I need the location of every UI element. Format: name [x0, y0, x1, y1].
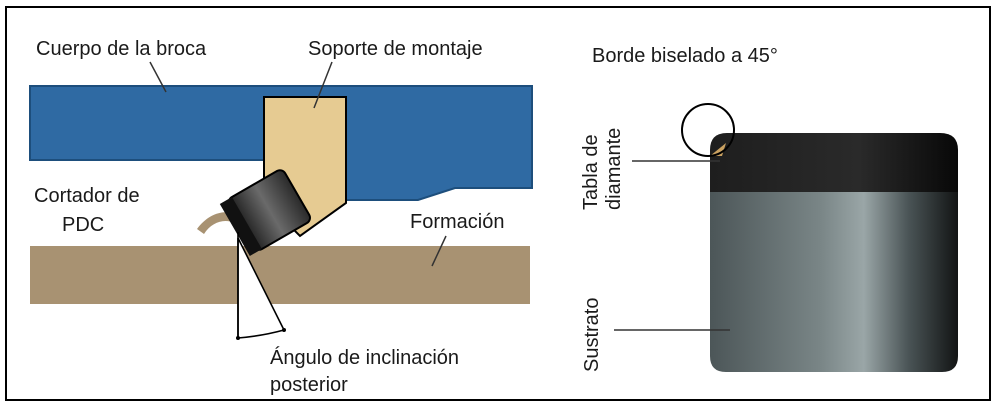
mount-support-label: Soporte de montaje — [308, 38, 483, 60]
diamond-table-shape — [710, 133, 958, 192]
left-panel: Cuerpo de la broca Soporte de montaje Co… — [29, 38, 533, 396]
mount-support-leader — [313, 61, 333, 109]
bit-body-label: Cuerpo de la broca — [36, 38, 207, 60]
rake-angle-label-line2: posterior — [270, 374, 348, 396]
figure-frame — [5, 6, 991, 401]
right-panel: Borde biselado a 45° Tabla de diamante S… — [580, 45, 958, 372]
formation-shape — [30, 246, 530, 304]
formation-label: Formación — [410, 211, 504, 233]
diamond-table-label-line2: diamante — [603, 128, 625, 210]
diamond-table-label-line1: Tabla de — [580, 134, 602, 210]
bevel-edge-label: Borde biselado a 45° — [592, 45, 778, 67]
bit-body-leader — [149, 61, 167, 93]
substrate-shape — [710, 186, 958, 372]
substrate-label: Sustrato — [581, 298, 603, 372]
pdc-cutter-shape — [219, 169, 311, 256]
rake-angle-label-line1: Ángulo de inclinación — [270, 346, 459, 369]
cutter-label-line1: Cortador de — [34, 185, 140, 207]
formation-leader — [431, 235, 447, 267]
cutter-label-line2: PDC — [62, 214, 104, 236]
bevel-callout-circle — [681, 103, 735, 157]
